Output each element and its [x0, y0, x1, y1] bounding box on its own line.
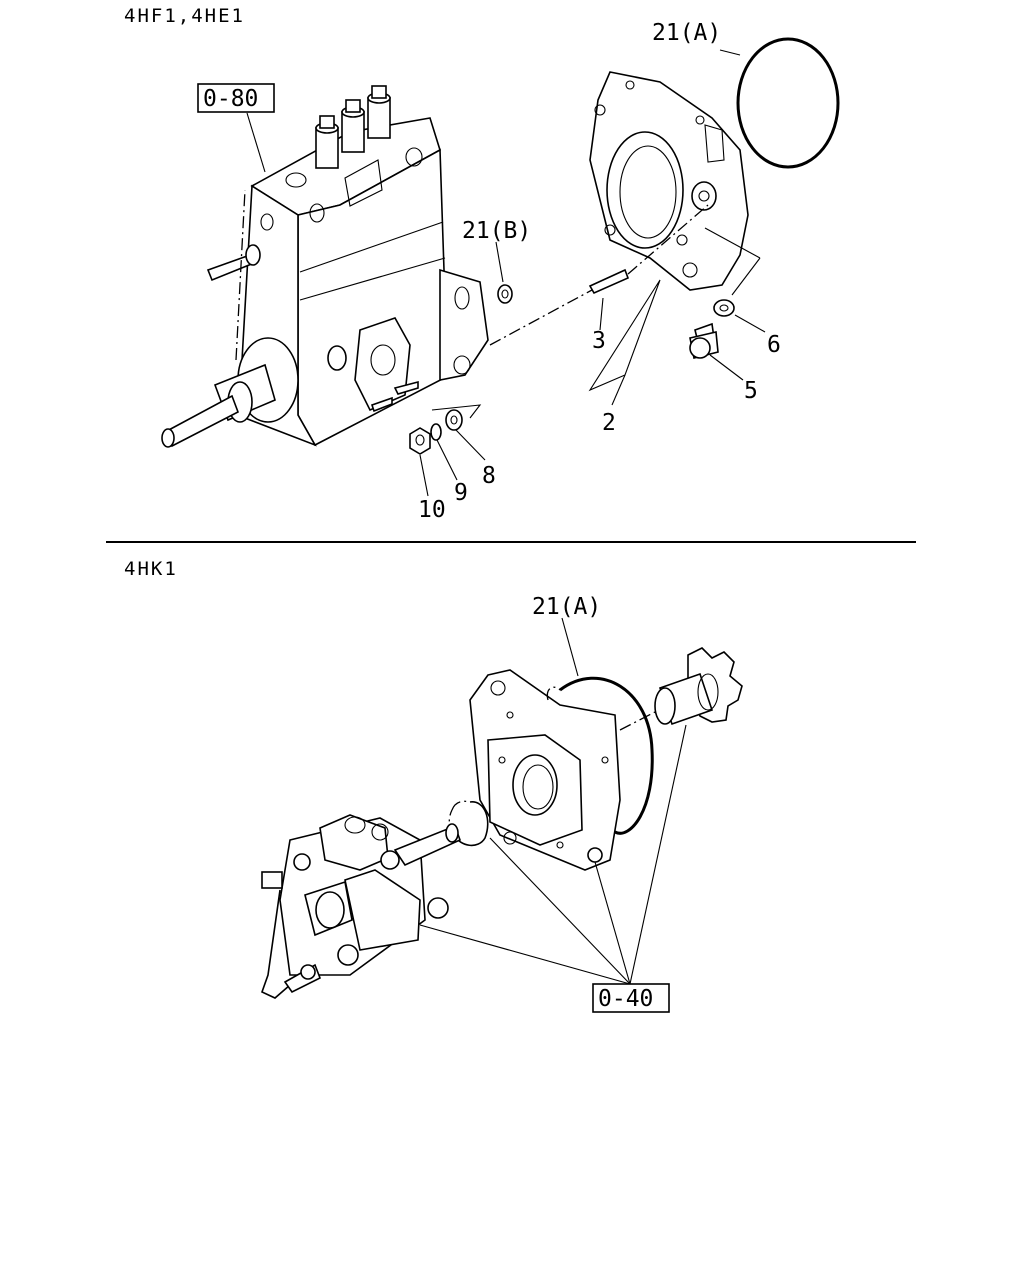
delivery-valve-holders — [315, 85, 391, 169]
nut-10 — [409, 427, 431, 455]
o-ring-21a — [736, 37, 840, 169]
washer-21b — [497, 284, 513, 304]
callout-10: 10 — [418, 497, 446, 523]
callout-6: 6 — [767, 332, 781, 358]
o-ring-21a-4hk1 — [559, 676, 654, 835]
ref-box-0-80-label: 0-80 — [203, 86, 258, 112]
ref-box-0-40[interactable]: 0-40 — [592, 983, 670, 1013]
lock-washer-9 — [430, 423, 442, 441]
adapter-housing — [589, 71, 749, 291]
ref-box-0-40-label: 0-40 — [598, 986, 653, 1012]
callout-8: 8 — [482, 463, 496, 489]
drive-shaft — [161, 337, 299, 448]
washer-8 — [445, 409, 463, 431]
distributor-pump — [261, 814, 462, 999]
section-4hk1: 4HK1 — [124, 558, 743, 1013]
callout-21a-top: 21(A) — [652, 20, 721, 46]
callout-21b: 21(B) — [462, 218, 531, 244]
stud-3 — [588, 268, 630, 295]
section-header-4hk1: 4HK1 — [124, 558, 178, 580]
drive-gear — [619, 647, 743, 731]
section-4hf1-4he1: 4HF1,4HE1 0-80 — [124, 5, 840, 523]
callout-21a-bottom: 21(A) — [532, 594, 601, 620]
injection-pump-body — [161, 85, 489, 448]
callout-5: 5 — [744, 378, 758, 404]
plug-5 — [689, 322, 719, 359]
ref-box-0-80[interactable]: 0-80 — [197, 83, 275, 173]
washer-6 — [713, 299, 735, 317]
callout-9: 9 — [454, 480, 468, 506]
callout-2: 2 — [602, 410, 616, 436]
adapter-housing-4hk1 — [469, 669, 621, 871]
callout-3: 3 — [592, 328, 606, 354]
section-header-4hf1-4he1: 4HF1,4HE1 — [124, 5, 245, 27]
